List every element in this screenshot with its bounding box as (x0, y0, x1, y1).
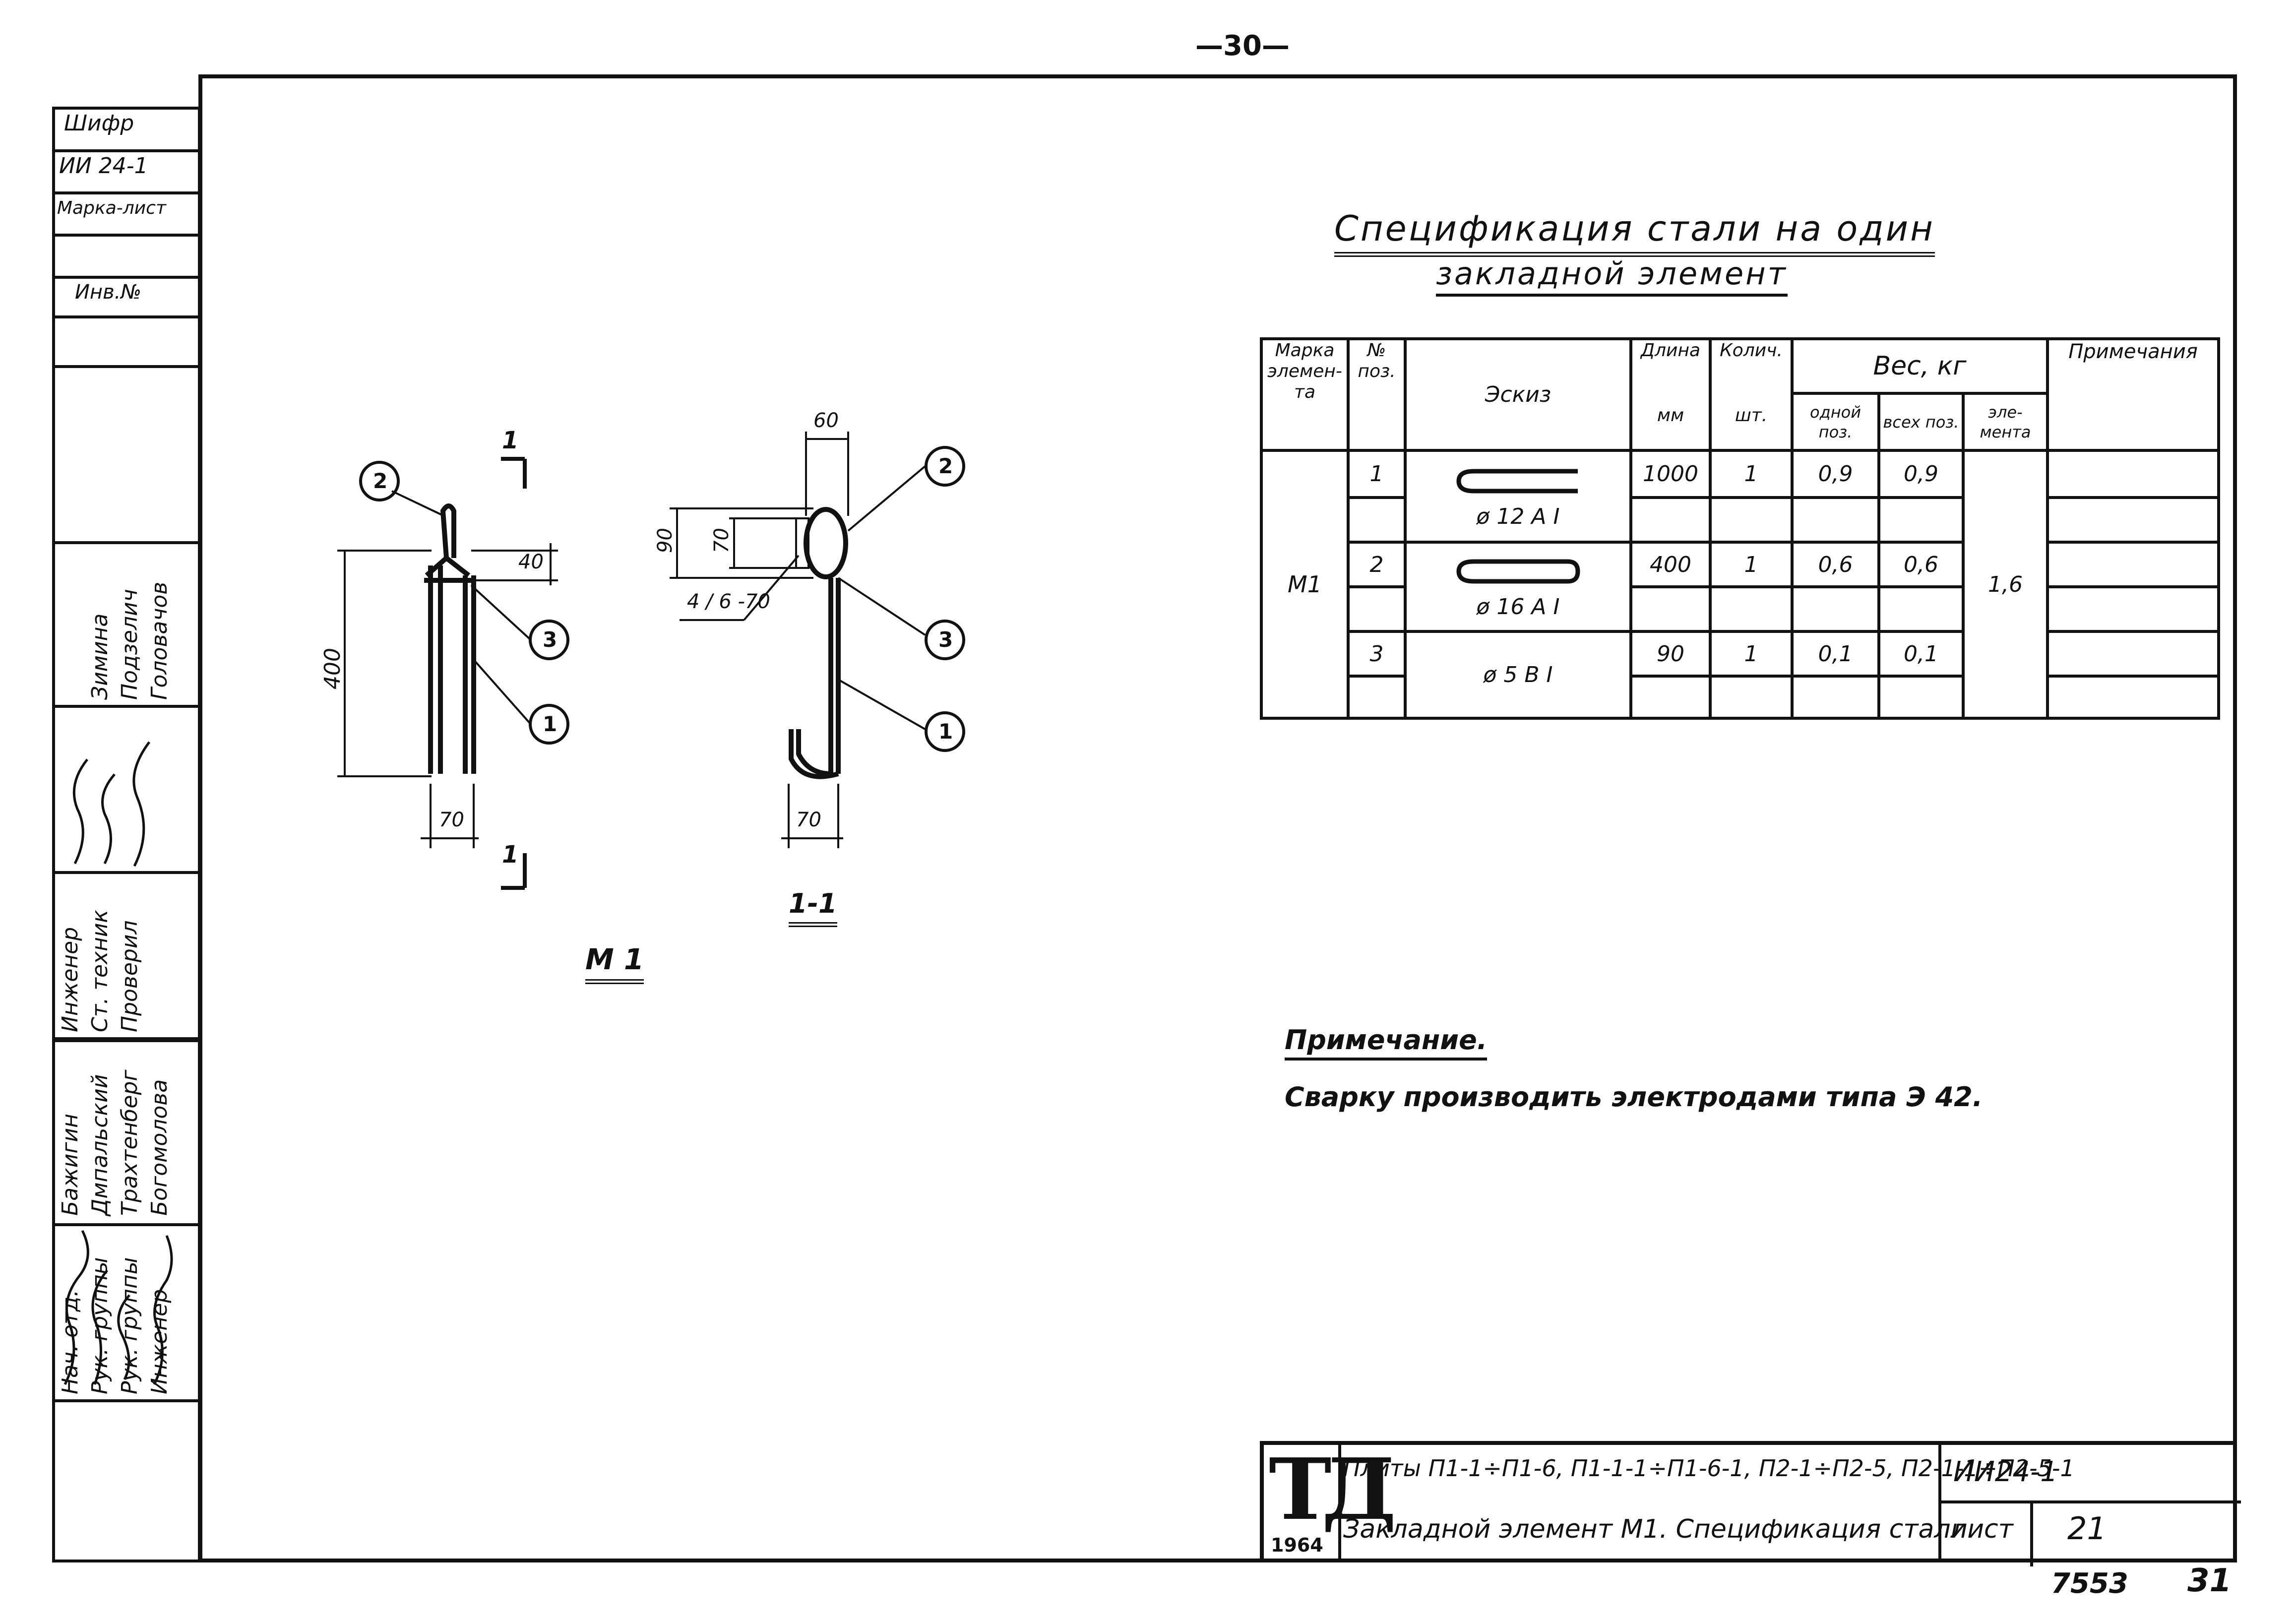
section-mark-bottom: 1 (502, 841, 519, 869)
section-1-1-view (670, 432, 926, 848)
note-heading: Примечание. (1285, 1024, 1488, 1061)
col-pos-header: № поз. (1347, 337, 1407, 452)
col-weight-header: Вес, кг (1791, 337, 2049, 395)
inventory-label: Инв.№ (75, 281, 141, 304)
bar-sketch-graphic (1456, 469, 1578, 493)
table-row: М1 1 ø 12 А I 1000 1 0,9 0,9 1,6 (1260, 449, 2220, 720)
callout-3-right: 3 (938, 627, 953, 652)
page-number: —30— (1195, 30, 1290, 62)
col-sketch-header: Эскиз (1404, 337, 1632, 452)
dim-70-left-label: 70 (439, 809, 464, 831)
sketch-cell-3: ø 5 В I (1404, 630, 1632, 720)
dim-60-label: 60 (813, 409, 839, 432)
title-year: 1964 (1271, 1534, 1323, 1556)
dim-400-label: 400 (320, 648, 345, 689)
weight-all-cell: 0,1 (1877, 630, 1965, 678)
table-row: 2 ø 16 А I 400 1 0,6 0,6 (1261, 541, 2220, 633)
title-line1: Плиты П1-1÷П1-6, П1-1-1÷П1-6-1, П2-1÷П2-… (1343, 1455, 2075, 1482)
weight-all-cell: 0,6 (1877, 541, 1965, 588)
cipher-label: Шифр (64, 111, 134, 136)
element-mark-cell: М1 (1260, 449, 1350, 720)
footer-page: 31 (2187, 1562, 2232, 1599)
section-mark-top: 1 (502, 427, 519, 454)
mark-sheet-label: Марка-лист (57, 198, 166, 218)
sheet-number: 21 (2067, 1510, 2107, 1547)
m1-front-view (337, 457, 558, 890)
dim-40-label: 40 (518, 551, 544, 573)
col-weight-one-header: одной поз. (1791, 392, 1880, 452)
dim-70-right-label: 70 (796, 809, 821, 831)
signatures-graphic (63, 741, 173, 1385)
callout-1-right: 1 (938, 719, 953, 744)
pos-cell: 1 (1347, 449, 1407, 499)
cipher-value: ИИ 24-1 (59, 153, 148, 179)
sheet-label: лист (1951, 1514, 2013, 1544)
col-note-header: Примечания (2046, 337, 2220, 452)
element-weight-cell: 1,6 (1962, 449, 2049, 720)
length-cell: 400 (1629, 541, 1712, 588)
qty-cell: 1 (1709, 630, 1794, 678)
length-cell: 90 (1629, 630, 1712, 678)
callout-3-left: 3 (543, 627, 558, 652)
pos-cell: 3 (1347, 630, 1407, 678)
left-stamp-strip: Шифр ИИ 24-1 Марка-лист Инв.№ Нач. отд. … (52, 107, 201, 1562)
sketch-cell-1: ø 12 А I (1404, 449, 1632, 544)
callout-1-left: 1 (543, 712, 558, 736)
dim-70-small-label: 70 (710, 528, 733, 553)
footer-number: 7553 (2051, 1567, 2128, 1600)
col-qty-header: Колич.шт. (1709, 337, 1794, 452)
title-code: ИИ24-1 (1953, 1456, 2058, 1488)
title-block: ТД 1964 Плиты П1-1÷П1-6, П1-1-1÷П1-6-1, … (1260, 1440, 2241, 1566)
callout-2-left: 2 (373, 469, 388, 493)
spec-title-line2: закладной элемент (1436, 255, 1788, 297)
weight-one-cell: 0,1 (1791, 630, 1880, 678)
col-weight-all-header: всех поз. (1877, 392, 1965, 452)
note-text: Сварку производить электродами типа Э 42… (1285, 1081, 1983, 1113)
callout-2-right: 2 (938, 454, 953, 478)
loop-sketch-graphic (1456, 559, 1580, 584)
sketch-cell-2: ø 16 А I (1404, 541, 1632, 633)
view-section-label: 1-1 (789, 888, 837, 927)
title-line2: Закладной элемент М1. Спецификация стали… (1343, 1514, 1976, 1544)
pos-cell: 2 (1347, 541, 1407, 588)
weight-all-cell: 0,9 (1877, 449, 1965, 499)
weight-one-cell: 0,6 (1791, 541, 1880, 588)
dim-90-label: 90 (654, 528, 677, 553)
length-cell: 1000 (1629, 449, 1712, 499)
weight-one-cell: 0,9 (1791, 449, 1880, 499)
view-m1-label: М 1 (585, 942, 644, 984)
weld-note-label: 4 / 6 -70 (687, 590, 770, 613)
col-marka-header: Марка элемен- та (1260, 337, 1350, 452)
table-row: 3 ø 5 В I 90 1 0,1 0,1 (1261, 630, 2220, 720)
col-weight-elem-header: эле- мента (1962, 392, 2049, 452)
logo-td: ТД (1269, 1440, 1397, 1539)
spec-title-line1: Спецификация стали на один (1334, 208, 1935, 257)
qty-cell: 1 (1709, 541, 1794, 588)
qty-cell: 1 (1709, 449, 1794, 499)
